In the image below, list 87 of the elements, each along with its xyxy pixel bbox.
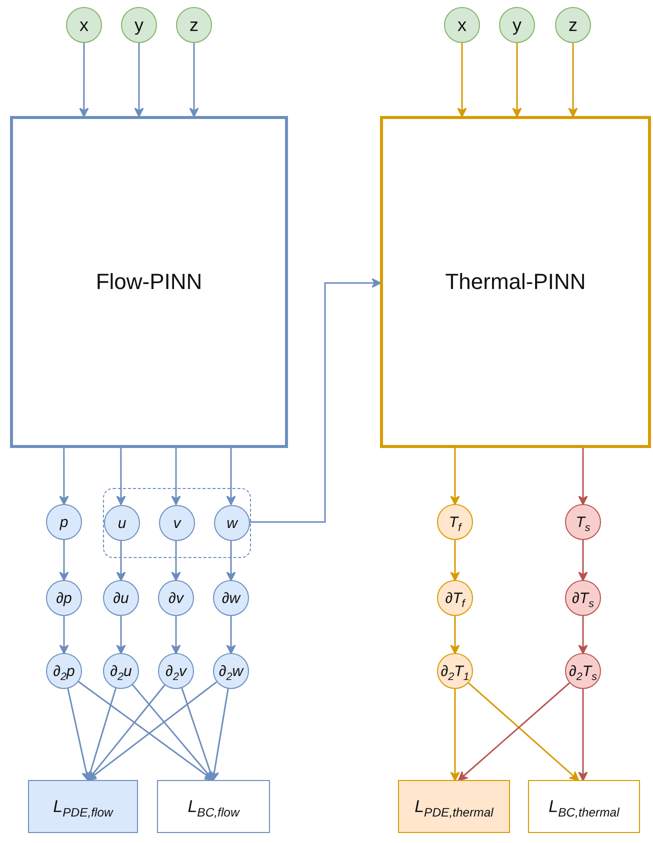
variable-label: v <box>173 516 181 530</box>
arrow <box>457 43 467 118</box>
variable-circle <box>159 505 195 541</box>
variable-label: ∂$_{2}$T$_{1}$ <box>440 664 470 678</box>
variable-label: y <box>134 16 144 34</box>
arrow <box>468 682 580 782</box>
arrow <box>171 448 181 506</box>
variable-label: z <box>190 16 198 34</box>
variable-circle <box>213 580 249 616</box>
arrow <box>450 616 460 654</box>
loss-box <box>157 780 270 833</box>
variable-circle <box>437 580 473 616</box>
loss-box <box>528 780 640 833</box>
arrow <box>209 688 229 782</box>
network-box <box>10 116 288 448</box>
arrow <box>578 540 588 582</box>
arrow <box>59 540 69 582</box>
variable-label: ∂$_{2}$T$_{s}$ <box>568 664 597 678</box>
variable-label: T$_{f}$ <box>448 514 462 530</box>
variable-label: ∂p <box>56 590 72 606</box>
variable-label: T$_{s}$ <box>576 514 590 530</box>
arrow <box>59 448 69 506</box>
variable-label: w <box>226 516 238 530</box>
variable-circle <box>104 505 140 541</box>
input-circle <box>499 7 535 43</box>
arrow <box>116 616 126 654</box>
variable-label: ∂$_{2}$w <box>218 664 244 678</box>
arrow <box>450 540 460 582</box>
network-box <box>380 116 651 448</box>
variable-circle <box>437 653 473 689</box>
variable-label: z <box>568 16 578 34</box>
group-outline <box>103 488 251 558</box>
arrow <box>134 43 144 118</box>
variable-label: ∂$_{2}$u <box>110 664 132 678</box>
input-circle <box>66 7 102 43</box>
arrow <box>450 448 460 506</box>
variable-label: ∂u <box>113 590 129 606</box>
arrow <box>578 448 588 506</box>
variable-circle <box>565 653 601 689</box>
variable-circle <box>437 504 473 540</box>
variable-label: ∂T$_{s}$ <box>572 590 594 606</box>
variable-circle <box>46 580 82 616</box>
arrow <box>568 43 578 118</box>
arrow <box>226 616 236 654</box>
variable-label: ∂v <box>168 590 184 606</box>
variable-circle <box>46 653 82 689</box>
arrow <box>249 278 382 523</box>
variable-label: ∂$_{2}$v <box>166 664 186 678</box>
network-title: Flow-PINN <box>96 271 202 293</box>
loss-box <box>398 780 510 833</box>
input-circle <box>121 7 157 43</box>
variable-label: y <box>512 16 522 34</box>
arrow <box>116 448 126 506</box>
variable-circle <box>103 580 139 616</box>
input-circle <box>444 7 480 43</box>
arrow <box>116 540 126 582</box>
arrow <box>450 689 460 782</box>
variable-label: ∂$_{2}$p <box>53 664 75 678</box>
variable-circle <box>158 580 194 616</box>
arrow <box>578 689 588 782</box>
variable-circle <box>46 504 82 540</box>
variable-label: p <box>60 514 68 530</box>
variable-label: ∂w <box>222 590 240 606</box>
variable-label: x <box>458 16 466 34</box>
network-title: Thermal-PINN <box>445 271 586 293</box>
arrow <box>171 616 181 654</box>
arrow <box>226 448 236 506</box>
input-circle <box>176 7 212 43</box>
arrow <box>189 43 199 118</box>
variable-circle <box>565 504 601 540</box>
arrow <box>226 540 236 582</box>
variable-circle <box>565 580 601 616</box>
loss-box <box>28 780 138 833</box>
variable-circle <box>213 653 249 689</box>
arrow <box>578 616 588 654</box>
variable-circle <box>103 653 139 689</box>
arrow <box>78 43 89 118</box>
arrow <box>458 682 570 782</box>
arrow <box>171 540 181 582</box>
arrow <box>59 616 69 654</box>
variable-circle <box>158 653 194 689</box>
variable-label: ∂T$_{f}$ <box>445 590 465 606</box>
variable-circle <box>214 505 250 541</box>
arrow <box>512 43 522 118</box>
variable-label: u <box>118 516 126 530</box>
variable-label: x <box>80 16 88 34</box>
input-circle <box>555 7 591 43</box>
